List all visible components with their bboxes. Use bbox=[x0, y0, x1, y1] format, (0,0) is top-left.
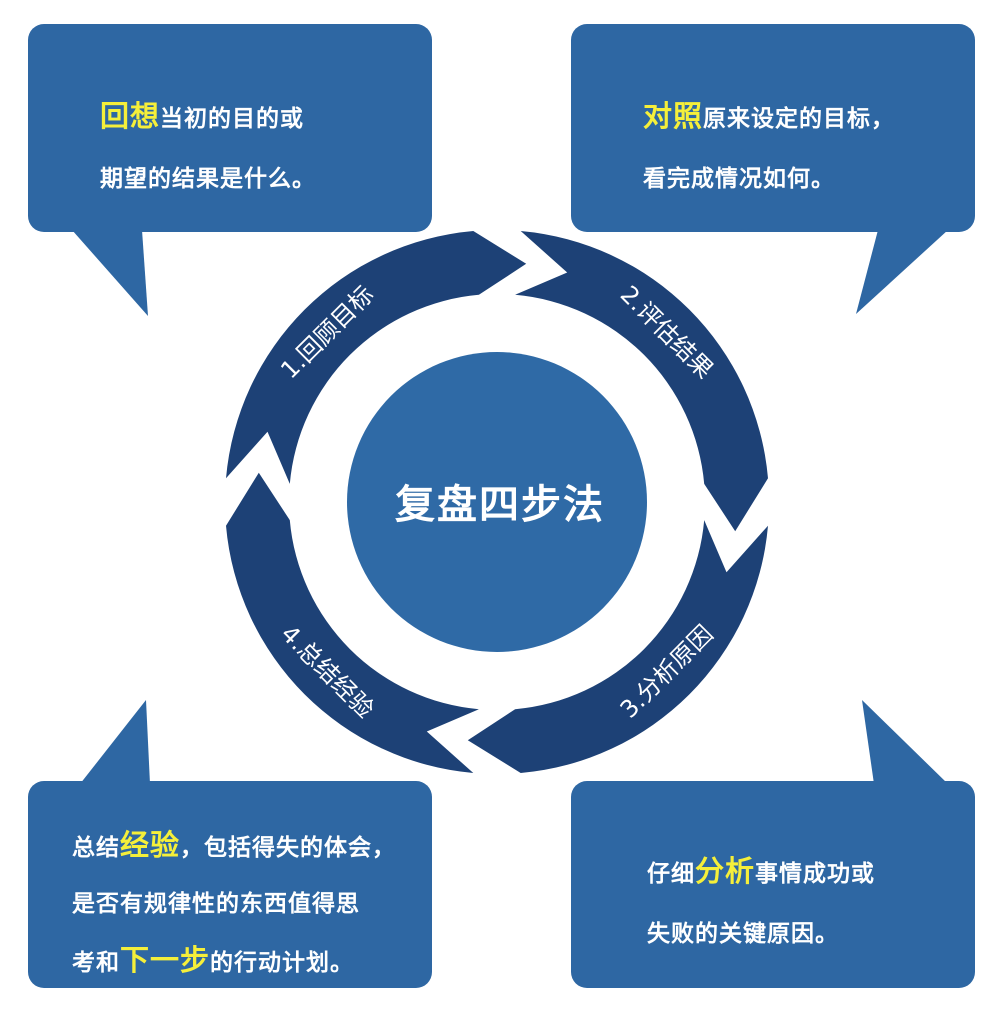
callout-text: 事情成功或 bbox=[755, 861, 876, 887]
callout-text: 总结 bbox=[72, 835, 120, 861]
ring-segment-3 bbox=[467, 520, 768, 773]
highlight-text: 对照 bbox=[643, 99, 704, 133]
tail-bottom-left bbox=[80, 700, 150, 784]
callout-line: 对照原来设定的目标， bbox=[643, 86, 975, 149]
highlight-text: 分析 bbox=[695, 854, 756, 888]
callout-text: 当初的目的或 bbox=[160, 106, 305, 132]
callout-box-recall: 回想当初的目的或 期望的结果是什么。 bbox=[28, 24, 432, 232]
callout-text: ，包括得失的体会， bbox=[180, 835, 397, 861]
callout-text: 仔细 bbox=[647, 861, 695, 887]
callout-text: 的行动计划。 bbox=[210, 950, 355, 976]
callout-box-summarize: 总结经验，包括得失的体会， 是否有规律性的东西值得思 考和下一步的行动计划。 bbox=[28, 781, 432, 988]
highlight-text: 经验 bbox=[120, 828, 181, 862]
callout-line: 仔细分析事情成功或 bbox=[647, 841, 975, 904]
center-title: 复盘四步法 bbox=[395, 482, 605, 528]
ring-segment-4 bbox=[226, 472, 479, 773]
center-circle bbox=[347, 352, 647, 652]
callout-text: 考和 bbox=[72, 950, 120, 976]
ring-segment-2 bbox=[515, 231, 768, 532]
callout-line: 期望的结果是什么。 bbox=[100, 166, 316, 192]
callout-line: 是否有规律性的东西值得思 bbox=[72, 891, 360, 917]
highlight-text: 下一步 bbox=[120, 943, 211, 977]
highlight-text: 回想 bbox=[100, 99, 161, 133]
callout-line: 看完成情况如何。 bbox=[643, 166, 835, 192]
tail-top-left bbox=[72, 230, 148, 316]
tail-bottom-right bbox=[862, 700, 948, 784]
callout-line: 总结经验，包括得失的体会， bbox=[72, 817, 432, 876]
callout-line: 考和下一步的行动计划。 bbox=[72, 932, 432, 991]
callout-text: 原来设定的目标， bbox=[703, 106, 896, 132]
tail-top-right bbox=[856, 230, 948, 314]
callout-box-compare: 对照原来设定的目标， 看完成情况如何。 bbox=[571, 24, 975, 232]
ring-segment-1 bbox=[226, 231, 527, 484]
callout-box-analyze: 仔细分析事情成功或 失败的关键原因。 bbox=[571, 781, 975, 988]
cycle-ring bbox=[226, 231, 768, 773]
callout-line: 失败的关键原因。 bbox=[647, 921, 839, 947]
callout-line: 回想当初的目的或 bbox=[100, 86, 432, 149]
